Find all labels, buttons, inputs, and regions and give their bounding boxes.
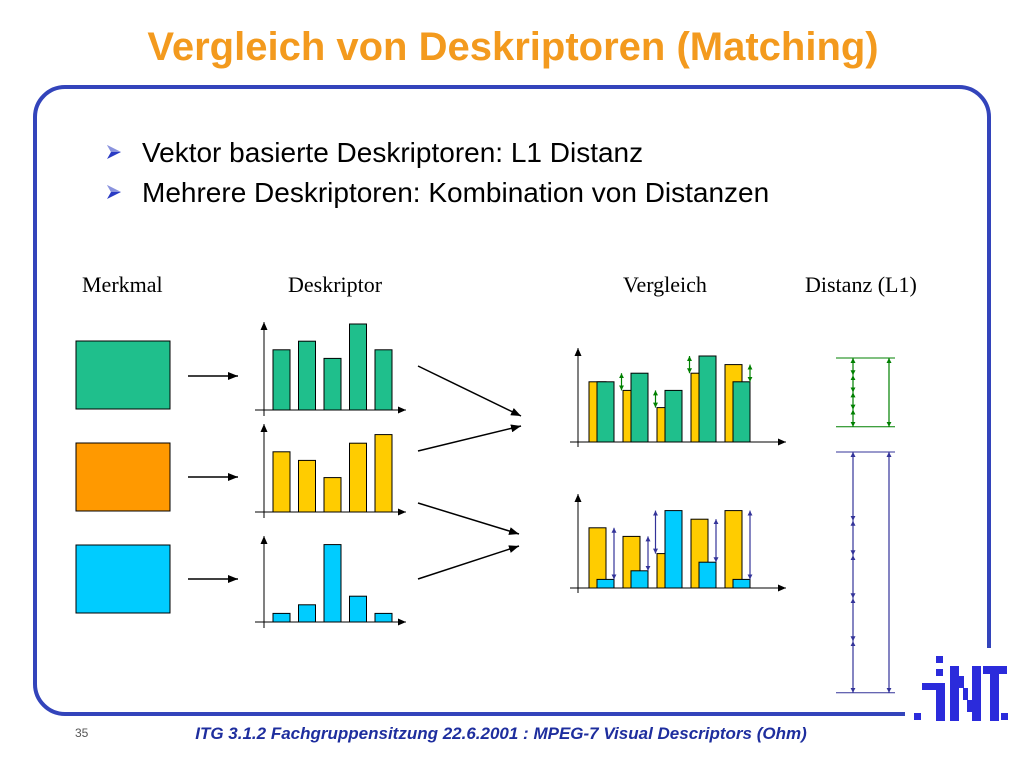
descriptor-bar xyxy=(349,323,367,411)
descriptor-bar xyxy=(272,349,291,411)
comparison-bar-query xyxy=(630,570,649,589)
bullet-highlight xyxy=(107,145,121,152)
descriptor-chart-1-bars xyxy=(272,323,393,411)
int-logo xyxy=(905,648,1012,725)
logo-block xyxy=(950,666,959,721)
descriptor-bar xyxy=(298,604,316,623)
content-frame xyxy=(33,85,991,716)
feature-box-orange xyxy=(75,442,171,512)
descriptor-chart-2-bars xyxy=(272,434,393,513)
descriptor-to-comparison-arrow xyxy=(417,365,522,417)
logo-block xyxy=(990,666,999,721)
descriptor-bar xyxy=(323,477,342,513)
distance-l1-1 xyxy=(836,357,895,428)
descriptor-chart-3-bars xyxy=(272,544,393,623)
arrowhead-bullet-icon xyxy=(107,145,121,159)
comparison-bar-query xyxy=(732,578,751,589)
page-number: 35 xyxy=(75,726,89,740)
comparison-bar-query xyxy=(664,389,683,443)
descriptor-bar xyxy=(323,357,342,411)
descriptor-bar xyxy=(349,442,367,513)
comparison-bar-query xyxy=(698,355,717,443)
logo-block xyxy=(1001,713,1008,720)
comparison-chart-1-bars xyxy=(588,355,753,443)
bullet-highlight xyxy=(107,185,121,192)
comparison-bar-query xyxy=(630,372,649,443)
feature-box-green xyxy=(75,340,171,410)
logo-block xyxy=(972,666,981,721)
bullet-item: Mehrere Deskriptoren: Kombination von Di… xyxy=(107,177,769,208)
bullet-list: Vektor basierte Deskriptoren: L1 Distanz… xyxy=(107,137,769,208)
descriptor-to-comparison-arrow xyxy=(417,424,522,452)
descriptor-bar xyxy=(374,612,393,623)
label-comparison: Vergleich xyxy=(623,272,707,297)
descriptor-bar xyxy=(323,544,342,623)
comparison-bar-query xyxy=(664,510,683,589)
bullet-text: Vektor basierte Deskriptoren: L1 Distanz xyxy=(142,137,643,168)
comparison-bar-query xyxy=(698,561,717,589)
descriptor-to-comparison-arrow xyxy=(417,502,520,535)
logo-block xyxy=(936,669,943,676)
comparison-chart-2-bars xyxy=(588,510,753,589)
label-feature: Merkmal xyxy=(82,272,163,297)
descriptor-bar xyxy=(272,612,291,623)
comparison-bar-reference xyxy=(724,510,743,589)
bullet-item: Vektor basierte Deskriptoren: L1 Distanz xyxy=(107,137,643,168)
descriptor-bar xyxy=(298,459,316,513)
comparison-bar-query xyxy=(596,381,615,443)
logo-block xyxy=(936,683,945,721)
descriptor-bar xyxy=(349,595,367,623)
descriptor-bar xyxy=(374,349,393,411)
logo-block xyxy=(922,683,936,690)
logo-block xyxy=(963,688,968,700)
footer-text: ITG 3.1.2 Fachgruppensitzung 22.6.2001 :… xyxy=(195,724,807,743)
slide-title: Vergleich von Deskriptoren (Matching) xyxy=(147,25,878,69)
bullet-shape xyxy=(107,185,121,199)
feature-box-cyan xyxy=(75,544,171,614)
arrowhead-bullet-icon xyxy=(107,185,121,199)
descriptor-bar xyxy=(298,340,316,411)
comparison-bar-query xyxy=(596,578,615,589)
plot-layer xyxy=(272,323,895,694)
bullet-text: Mehrere Deskriptoren: Kombination von Di… xyxy=(142,177,769,208)
descriptor-bar xyxy=(374,434,393,513)
comparison-bar-query xyxy=(732,381,751,443)
bullet-shape xyxy=(107,145,121,159)
label-descriptor: Deskriptor xyxy=(288,272,383,297)
logo-block xyxy=(936,656,943,663)
descriptor-bar xyxy=(272,451,291,513)
logo-block xyxy=(914,713,921,720)
distance-l1-2 xyxy=(836,451,895,694)
logo-block xyxy=(959,676,964,688)
descriptor-to-comparison-arrow xyxy=(417,545,520,580)
logo-mark xyxy=(914,656,1008,721)
label-distance: Distanz (L1) xyxy=(805,272,917,297)
logo-block xyxy=(967,700,972,712)
